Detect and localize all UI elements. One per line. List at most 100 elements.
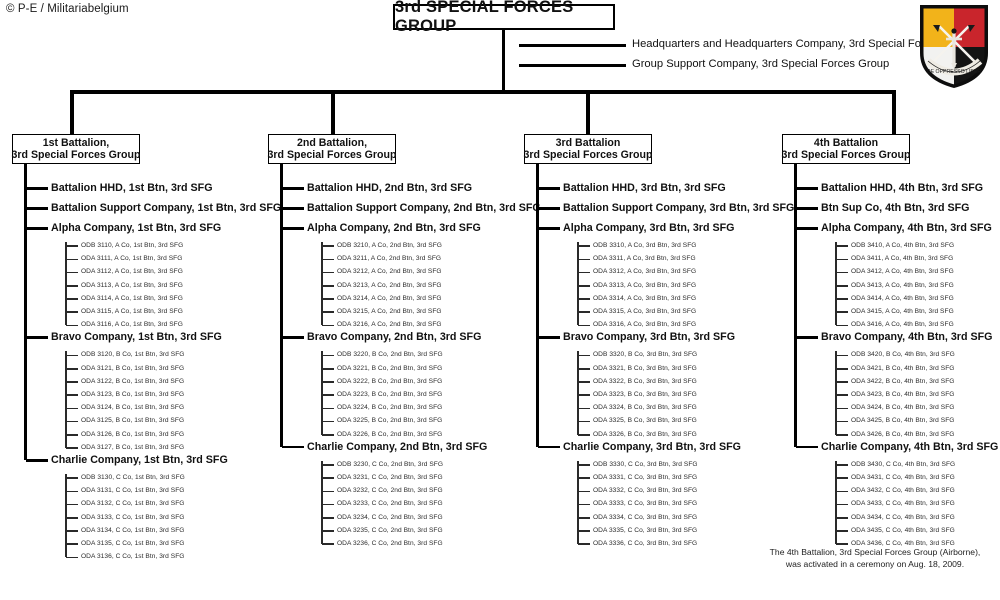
battalion-box-line2: 3rd Special Forces Group (267, 149, 397, 161)
battalion-3-company-connector-2 (538, 445, 560, 449)
team-connector (836, 530, 848, 532)
battalion-box-line2: 3rd Special Forces Group (781, 149, 911, 161)
team-label: ODB 3210, A Co, 2nd Btn, 3rd SFG (337, 242, 442, 249)
battalion-1-staff-label-1: Battalion Support Company, 1st Btn, 3rd … (51, 202, 282, 214)
team-label: ODA 3325, B Co, 3rd Btn, 3rd SFG (593, 417, 697, 425)
team-connector (836, 368, 848, 370)
battalion-1-company-label-1: Bravo Company, 1st Btn, 3rd SFG (51, 331, 222, 344)
team-label: ODA 3422, B Co, 4th Btn, 3rd SFG (851, 377, 955, 385)
team-label: ODA 3412, A Co, 4th Btn, 3rd SFG (851, 268, 954, 276)
team-label: ODA 3426, B Co, 4th Btn, 3rd SFG (851, 430, 955, 438)
battalion-2-staff-label-1: Battalion Support Company, 2nd Btn, 3rd … (307, 202, 541, 214)
team-label: ODA 3312, A Co, 3rd Btn, 3rd SFG (593, 268, 697, 276)
team-connector (836, 517, 848, 519)
team-connector (836, 503, 848, 506)
team-label: ODB 3220, B Co, 2nd Btn, 3rd SFG (337, 351, 443, 359)
team-label: ODA 3424, B Co, 4th Btn, 3rd SFG (851, 404, 955, 412)
team-label: ODA 3231, C Co, 2nd Btn, 3rd SFG (337, 474, 443, 481)
team-connector (836, 271, 848, 274)
team-label: ODA 3116, A Co, 1st Btn, 3rd SFG (81, 321, 183, 329)
team-label: ODA 3315, A Co, 3rd Btn, 3rd SFG (593, 308, 697, 315)
group-staff-connector-0 (519, 44, 626, 47)
team-label: ODA 3216, A Co, 2nd Btn, 3rd SFG (337, 321, 442, 329)
team-label: ODA 3214, A Co, 2nd Btn, 3rd SFG (337, 294, 442, 302)
battalion-3-team-spine-1 (577, 351, 579, 435)
team-connector (66, 477, 78, 479)
team-connector (66, 245, 78, 247)
team-connector (578, 543, 590, 545)
team-label: ODA 3336, C Co, 3rd Btn, 3rd SFG (593, 540, 698, 547)
battalion-2-team-spine-0 (321, 242, 323, 326)
team-connector (836, 298, 848, 300)
team-connector (66, 503, 78, 506)
team-connector (322, 324, 334, 327)
team-label: ODA 3121, B Co, 1st Btn, 3rd SFG (81, 364, 185, 372)
insignia-motto-text: DE OPPRESSO LIBER (927, 69, 981, 75)
battalion-3-staff-connector-1 (538, 207, 560, 210)
team-label: ODB 3430, C Co, 4th Btn, 3rd SFG (851, 460, 956, 468)
battalion-box-line2: 3rd Special Forces Group (11, 149, 141, 161)
team-connector (66, 324, 78, 327)
battalion-drop-1 (331, 90, 335, 134)
team-connector (578, 285, 590, 287)
battalion-2-staff-label-0: Battalion HHD, 2nd Btn, 3rd SFG (307, 182, 473, 194)
team-label: ODB 3120, B Co, 1st Btn, 3rd SFG (81, 351, 185, 359)
battalion-2-staff-connector-0 (282, 187, 304, 190)
team-label: ODA 3433, C Co, 4th Btn, 3rd SFG (851, 500, 955, 508)
team-label: ODA 3326, B Co, 3rd Btn, 3rd SFG (593, 430, 697, 438)
team-label: ODA 3215, A Co, 2nd Btn, 3rd SFG (337, 308, 442, 315)
team-label: ODA 3432, C Co, 4th Btn, 3rd SFG (851, 487, 955, 495)
team-connector (66, 556, 78, 559)
team-label: ODA 3111, A Co, 1st Btn, 3rd SFG (81, 255, 183, 263)
team-connector (66, 447, 78, 449)
battalion-drop-3 (892, 90, 896, 134)
team-connector (66, 434, 78, 436)
team-connector (66, 285, 78, 287)
battalion-3-team-spine-2 (577, 460, 579, 544)
battalion-3-staff-label-0: Battalion HHD, 3rd Btn, 3rd SFG (563, 182, 726, 194)
team-connector (578, 477, 590, 479)
battalion-drop-0 (70, 90, 74, 134)
team-connector (836, 394, 848, 396)
team-connector (578, 324, 590, 327)
team-connector (66, 298, 78, 300)
team-connector (66, 311, 78, 313)
team-connector (836, 464, 848, 466)
footnote-line-1: The 4th Battalion, 3rd Special Forces Gr… (769, 547, 981, 557)
battalion-2-company-connector-1 (282, 336, 304, 339)
team-label: ODB 3420, B Co, 4th Btn, 3rd SFG (851, 351, 955, 359)
team-connector (322, 407, 334, 410)
team-connector (578, 311, 590, 313)
team-label: ODA 3334, C Co, 3rd Btn, 3rd SFG (593, 513, 698, 521)
battalion-1-company-connector-1 (26, 336, 48, 339)
team-label: ODA 3135, C Co, 1st Btn, 3rd SFG (81, 540, 185, 547)
team-connector (836, 490, 848, 493)
battalion-1-team-spine-0 (65, 242, 67, 326)
battalion-4-team-spine-0 (835, 242, 837, 326)
team-connector (578, 530, 590, 532)
battalion-spine-3 (536, 164, 539, 447)
team-connector (578, 420, 590, 423)
battalion-4-company-connector-1 (796, 336, 818, 339)
battalion-1-team-spine-1 (65, 351, 67, 448)
team-label: ODA 3332, C Co, 3rd Btn, 3rd SFG (593, 487, 698, 495)
team-label: ODA 3232, C Co, 2nd Btn, 3rd SFG (337, 487, 443, 495)
battalion-box-line1: 4th Battalion (813, 136, 879, 149)
team-label: ODA 3415, A Co, 4th Btn, 3rd SFG (851, 308, 954, 315)
battalion-2-company-label-1: Bravo Company, 2nd Btn, 3rd SFG (307, 331, 482, 344)
team-connector (578, 354, 590, 357)
team-connector (66, 381, 78, 383)
team-connector (322, 271, 334, 274)
team-label: ODA 3413, A Co, 4th Btn, 3rd SFG (851, 281, 954, 289)
team-label: ODA 3112, A Co, 1st Btn, 3rd SFG (81, 268, 183, 276)
battalion-3-company-label-1: Bravo Company, 3rd Btn, 3rd SFG (563, 331, 736, 344)
team-connector (836, 245, 848, 247)
team-label: ODA 3136, C Co, 1st Btn, 3rd SFG (81, 553, 185, 561)
team-connector (836, 381, 848, 383)
team-label: ODA 3212, A Co, 2nd Btn, 3rd SFG (337, 268, 442, 276)
team-label: ODA 3221, B Co, 2nd Btn, 3rd SFG (337, 364, 443, 372)
team-connector (578, 271, 590, 274)
team-connector (578, 517, 590, 519)
team-label: ODA 3313, A Co, 3rd Btn, 3rd SFG (593, 281, 697, 289)
team-connector (578, 407, 590, 410)
